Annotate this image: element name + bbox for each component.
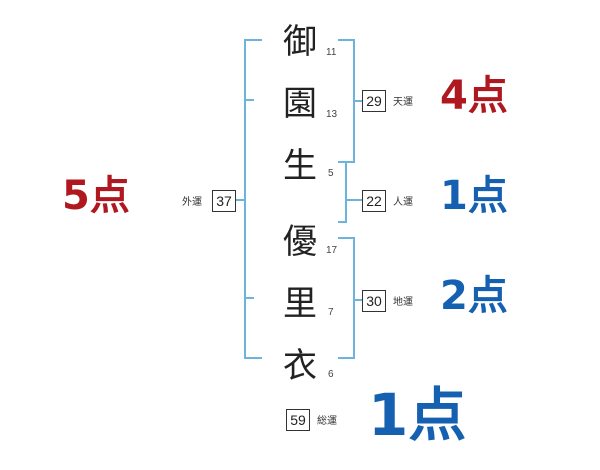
stroke-count-6: 6 — [328, 369, 334, 380]
sou-score: 1点 — [368, 381, 467, 449]
gai-label: 外運 — [182, 197, 202, 208]
gai-value-box: 37 — [212, 190, 236, 212]
chi-value-box: 30 — [362, 290, 386, 312]
stroke-count-3: 5 — [328, 168, 334, 179]
gai-score: 5点 — [62, 173, 130, 219]
name-char-2: 園 — [283, 84, 317, 124]
name-char-1: 御 — [283, 22, 317, 62]
chi-label: 地運 — [393, 297, 413, 308]
chi-bracket — [338, 237, 362, 359]
stroke-count-5: 7 — [328, 307, 334, 318]
name-char-6: 衣 — [283, 346, 317, 386]
name-char-3: 生 — [283, 146, 317, 186]
jin-label: 人運 — [393, 197, 413, 208]
sou-value-box: 59 — [286, 409, 310, 431]
ten-value-box: 29 — [362, 90, 386, 112]
sou-label: 総運 — [317, 416, 337, 427]
stroke-count-1: 11 — [326, 47, 337, 58]
name-char-4: 優 — [283, 222, 317, 262]
chi-score: 2点 — [440, 273, 508, 319]
ten-label: 天運 — [393, 97, 413, 108]
stroke-count-4: 17 — [326, 245, 338, 256]
jin-bracket — [338, 161, 362, 223]
outer-bracket — [235, 39, 262, 359]
jin-score: 1点 — [440, 173, 508, 219]
jin-value-box: 22 — [362, 190, 386, 212]
name-char-5: 里 — [283, 284, 317, 324]
stroke-count-2: 13 — [326, 109, 338, 120]
ten-score: 4点 — [440, 73, 508, 119]
